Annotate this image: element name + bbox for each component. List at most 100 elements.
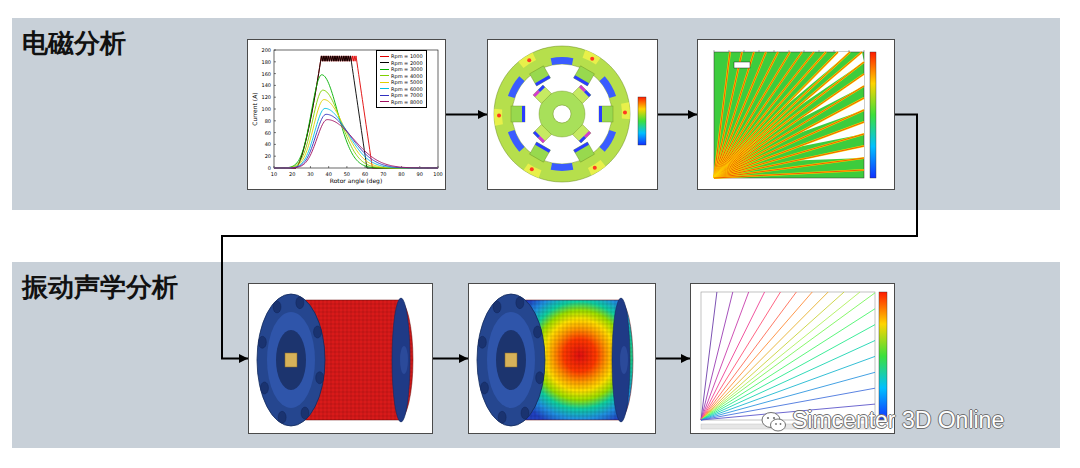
chart-panel: Current (A)Rotor angle (deg)Rpm = 1000Rp… <box>247 39 446 190</box>
shaft-end <box>505 353 517 367</box>
tick-label: 80 <box>258 118 271 124</box>
tick-label: 10 <box>264 171 284 177</box>
rotor-pole <box>573 125 591 143</box>
legend-entry: Rpm = 4000 <box>380 73 423 80</box>
tick-mark <box>310 166 311 168</box>
legend-entry: Rpm = 3000 <box>380 66 423 73</box>
watermark: Simcenter 3D Online <box>792 406 1004 434</box>
band-title: 电磁分析 <box>22 27 126 59</box>
flow-arrow <box>433 358 468 360</box>
chat-bubble <box>771 419 786 431</box>
image-panel <box>487 39 658 190</box>
pole-tip <box>584 90 591 97</box>
order-line <box>701 293 875 420</box>
order-line <box>714 158 864 178</box>
flow-arrow <box>446 114 487 116</box>
tick-mark <box>274 73 276 74</box>
legend-entry: Rpm = 5000 <box>380 79 423 86</box>
bolt-boss <box>521 407 529 419</box>
stator-tooth <box>530 142 551 162</box>
tooth-tip <box>522 106 525 122</box>
legend-entry: Rpm = 7000 <box>380 92 423 99</box>
current-curve <box>274 108 438 168</box>
tick-label: 50 <box>337 171 357 177</box>
current-curve <box>274 75 438 168</box>
bolt-boss <box>273 301 281 313</box>
legend-swatch <box>380 95 389 96</box>
legend-label: Rpm = 1000 <box>391 53 423 59</box>
end-flange <box>612 298 630 422</box>
flux-patch <box>599 76 616 98</box>
legend-label: Rpm = 7000 <box>391 92 423 98</box>
chart-panel <box>697 39 895 190</box>
legend-swatch <box>380 56 389 57</box>
flux-spot <box>530 167 534 171</box>
bolt-boss <box>478 336 486 348</box>
bolt-boss <box>314 326 322 338</box>
flux-patch <box>494 109 503 126</box>
legend-swatch <box>380 101 389 102</box>
flux-patch <box>551 163 574 171</box>
tick-mark <box>274 85 276 86</box>
order-line <box>714 170 864 178</box>
tick-mark <box>346 166 347 168</box>
color-bar <box>638 97 646 145</box>
tick-label: 140 <box>258 82 271 88</box>
end-hub <box>620 346 628 374</box>
tooth-tip <box>599 106 602 122</box>
chart-legend: Rpm = 1000Rpm = 2000Rpm = 3000Rpm = 4000… <box>376 50 427 108</box>
flux-spot <box>623 111 627 115</box>
chat-dot <box>767 417 769 419</box>
legend-swatch <box>380 62 389 63</box>
flux-spot <box>593 166 597 170</box>
flow-arrow <box>656 358 690 360</box>
flux-patch <box>508 130 525 152</box>
tick-mark <box>274 144 276 145</box>
axis-title: Current (A) <box>251 50 259 168</box>
order-line <box>714 110 864 178</box>
current-curve <box>274 90 438 168</box>
order-line <box>701 292 796 420</box>
tick-label: 90 <box>410 171 430 177</box>
stage-band: 电磁分析 Current (A)Rotor angle (deg)Rpm = 10… <box>12 18 1060 210</box>
flux-spot <box>497 113 501 117</box>
current-curve <box>274 120 438 168</box>
image-panel <box>248 283 433 434</box>
bolt-boss <box>296 297 304 309</box>
tick-label: 200 <box>258 47 271 53</box>
chat-dot <box>775 423 777 425</box>
flux-spot <box>527 58 531 62</box>
mesh-line <box>295 420 413 421</box>
tick-mark <box>274 132 276 133</box>
tooth-tip <box>574 142 589 153</box>
mesh-line <box>515 420 633 421</box>
tick-label: 60 <box>258 130 271 136</box>
order-line <box>714 62 864 178</box>
band-title: 振动声学分析 <box>22 271 178 303</box>
legend-swatch <box>380 75 389 76</box>
legend-swatch <box>380 82 389 83</box>
end-flange <box>392 298 410 422</box>
tick-mark <box>729 50 730 52</box>
tick-mark <box>714 50 715 52</box>
note-box <box>734 62 750 68</box>
tick-mark <box>274 156 276 157</box>
bolt-boss <box>480 382 488 394</box>
rotor-pole <box>533 125 551 143</box>
pole-tip <box>579 136 586 143</box>
order-line <box>714 122 864 178</box>
legend-swatch <box>380 88 389 89</box>
order-line <box>701 292 828 420</box>
order-line <box>701 292 812 420</box>
tick-label: 70 <box>373 171 393 177</box>
flux-patch <box>508 76 525 98</box>
tick-label: 180 <box>258 59 271 65</box>
tick-mark <box>834 50 835 52</box>
tick-label: 60 <box>355 171 375 177</box>
chat-dot <box>773 417 775 419</box>
bolt-boss <box>493 301 501 313</box>
tick-label: 20 <box>282 171 302 177</box>
tick-mark <box>328 166 329 168</box>
bolt-boss <box>498 411 506 423</box>
order-line <box>714 170 864 178</box>
